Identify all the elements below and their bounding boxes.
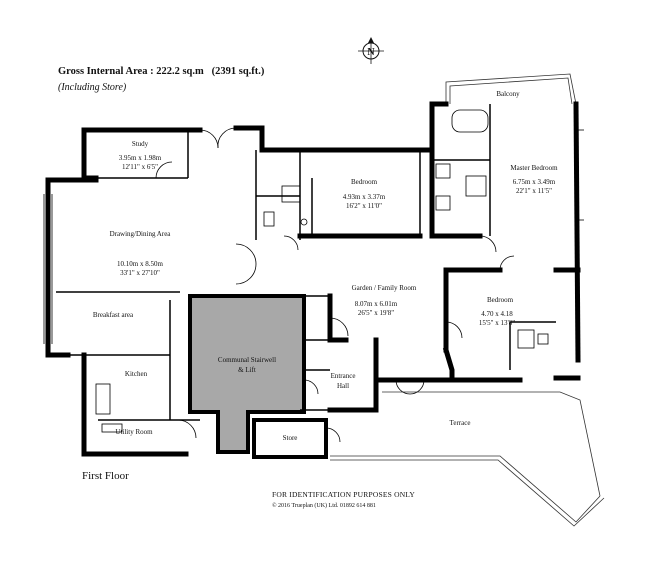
balcony-name: Balcony [496,90,520,98]
terrace-outline [330,391,605,527]
bedroom1-dim-ft: 16'2" x 11'0" [346,202,382,210]
compass-icon: N [358,37,384,64]
partitions [56,104,556,421]
garden-name: Garden / Family Room [352,284,417,292]
walls [45,101,581,457]
breakfast-name: Breakfast area [93,311,134,319]
bedroom1-dim-m: 4.93m x 3.37m [343,193,386,201]
door-swings [155,127,515,443]
stairwell-area [188,294,306,454]
drawing-dim-ft: 33'1" x 27'10" [120,269,160,277]
bedroom2-dim-ft: 15'5" x 13'8" [479,319,515,327]
compass-letter: N [367,47,375,58]
terrace-name: Terrace [450,419,471,427]
garden-dim-ft: 26'5" x 19'8" [358,309,394,317]
store-area [252,418,328,459]
entrance-line2: Hall [337,382,349,390]
windows [43,129,584,344]
entrance-line1: Entrance [331,372,356,380]
bedroom1-name: Bedroom [351,178,378,186]
master-dim-ft: 22'1" x 11'5" [516,187,552,195]
area-imperial: (2391 sq.ft.) [211,66,265,77]
study-name: Study [132,140,149,148]
utility-name: Utility Room [115,428,153,436]
drawing-dim-m: 10.10m x 8.50m [117,260,163,268]
kitchen-name: Kitchen [125,370,148,378]
bedroom2-name: Bedroom [487,296,514,304]
gross-internal-area: Gross Internal Area : 222.2 sq.m (2391 s… [58,66,264,77]
stairwell-line2: & Lift [238,366,256,374]
stairwell-line1: Communal Stairwell [218,356,276,364]
master-dim-m: 6.75m x 3.49m [513,178,556,186]
master-name: Master Bedroom [510,164,558,172]
study-dim-ft: 12'11" x 6'5" [122,163,158,171]
floor-label: First Floor [82,470,129,482]
room-labels: Study 3.95m x 1.98m 12'11" x 6'5" Drawin… [93,90,558,442]
drawing-name: Drawing/Dining Area [110,230,172,238]
area-metric: : 222.2 sq.m [150,66,204,77]
study-dim-m: 3.95m x 1.98m [119,154,162,162]
copyright: © 2016 Trueplan (UK) Ltd. 01892 614 881 [272,503,376,509]
garden-dim-m: 8.07m x 6.01m [355,300,398,308]
bedroom2-dim-m: 4.70 x 4.18 [481,310,513,318]
balcony-outline [445,73,577,105]
area-label: Gross Internal Area [58,66,148,77]
store-name: Store [283,434,298,442]
including-store-note: (Including Store) [58,82,127,93]
fixtures [95,109,549,433]
disclaimer: FOR IDENTIFICATION PURPOSES ONLY [272,490,415,499]
